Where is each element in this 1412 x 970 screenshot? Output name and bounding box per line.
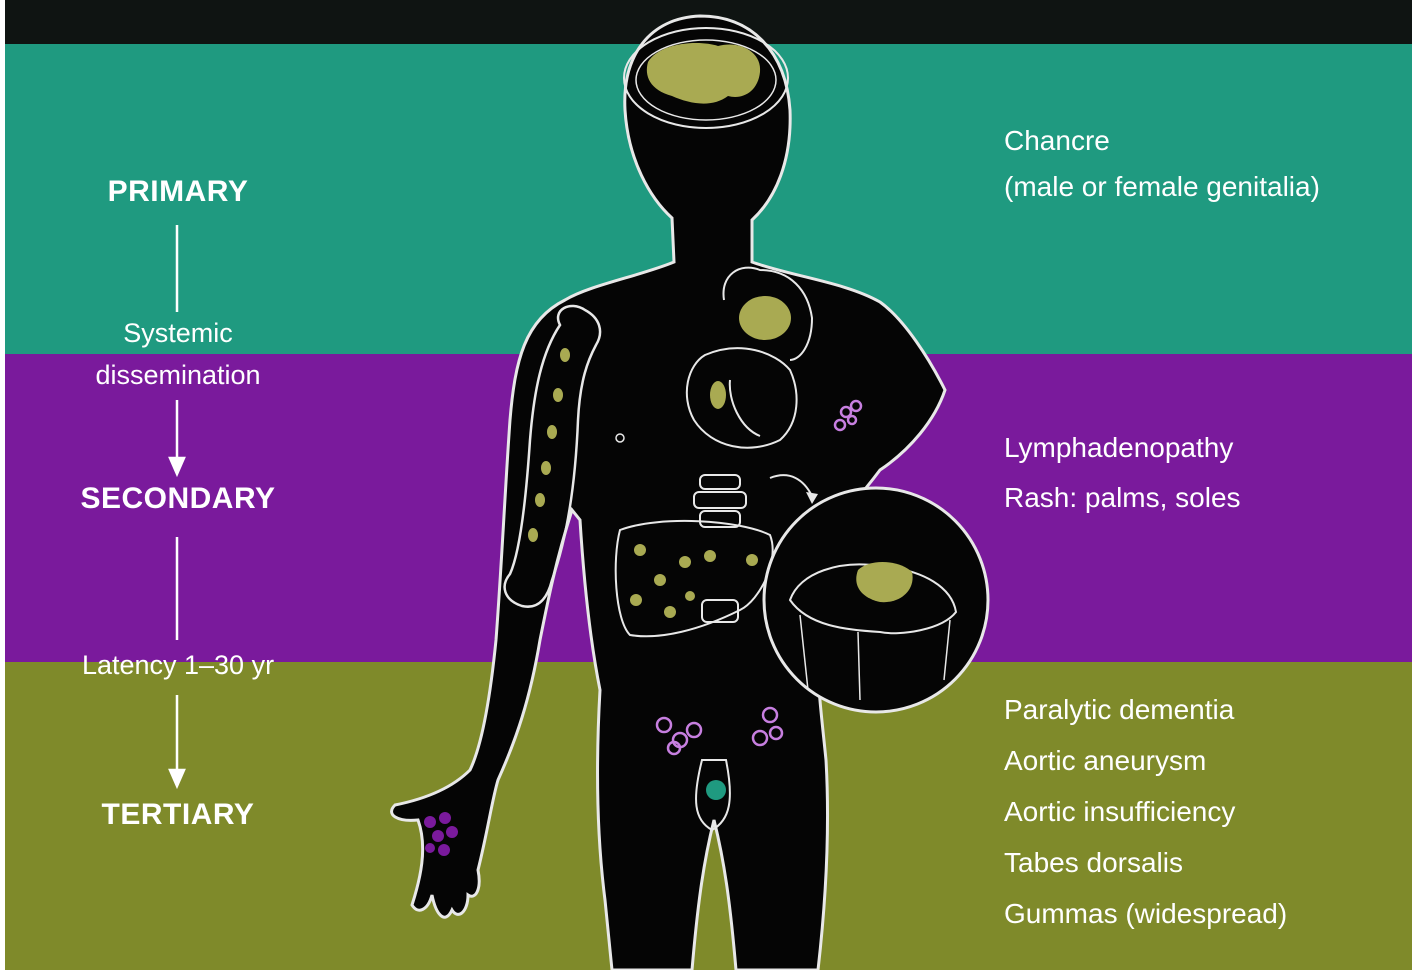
finding-rash: Rash: palms, soles — [1004, 473, 1241, 523]
secondary-findings: Lymphadenopathy Rash: palms, soles — [1004, 423, 1241, 523]
finding-tabes-dorsalis: Tabes dorsalis — [1004, 837, 1287, 888]
finding-genitalia: (male or female genitalia) — [1004, 164, 1320, 210]
primary-findings: Chancre (male or female genitalia) — [1004, 118, 1320, 210]
arrow-head-secondary — [170, 458, 184, 474]
label-dissemination: dissemination — [28, 354, 328, 396]
arrow-head-tertiary — [170, 770, 184, 786]
finding-aortic-insufficiency: Aortic insufficiency — [1004, 786, 1287, 837]
spinal-cord-inset — [764, 488, 988, 712]
stage-primary: PRIMARY — [28, 175, 328, 209]
finding-gummas: Gummas (widespread) — [1004, 888, 1287, 939]
finding-chancre: Chancre — [1004, 118, 1320, 164]
stage-tertiary: TERTIARY — [28, 798, 328, 832]
aortic-lesion — [739, 296, 791, 340]
label-latency: Latency 1–30 yr — [28, 644, 328, 686]
finding-aortic-aneurysm: Aortic aneurysm — [1004, 735, 1287, 786]
finding-paralytic-dementia: Paralytic dementia — [1004, 684, 1287, 735]
label-systemic: Systemic — [28, 312, 328, 354]
finding-lymphadenopathy: Lymphadenopathy — [1004, 423, 1241, 473]
tertiary-findings: Paralytic dementia Aortic aneurysm Aorti… — [1004, 684, 1287, 939]
stage-secondary: SECONDARY — [28, 482, 328, 516]
